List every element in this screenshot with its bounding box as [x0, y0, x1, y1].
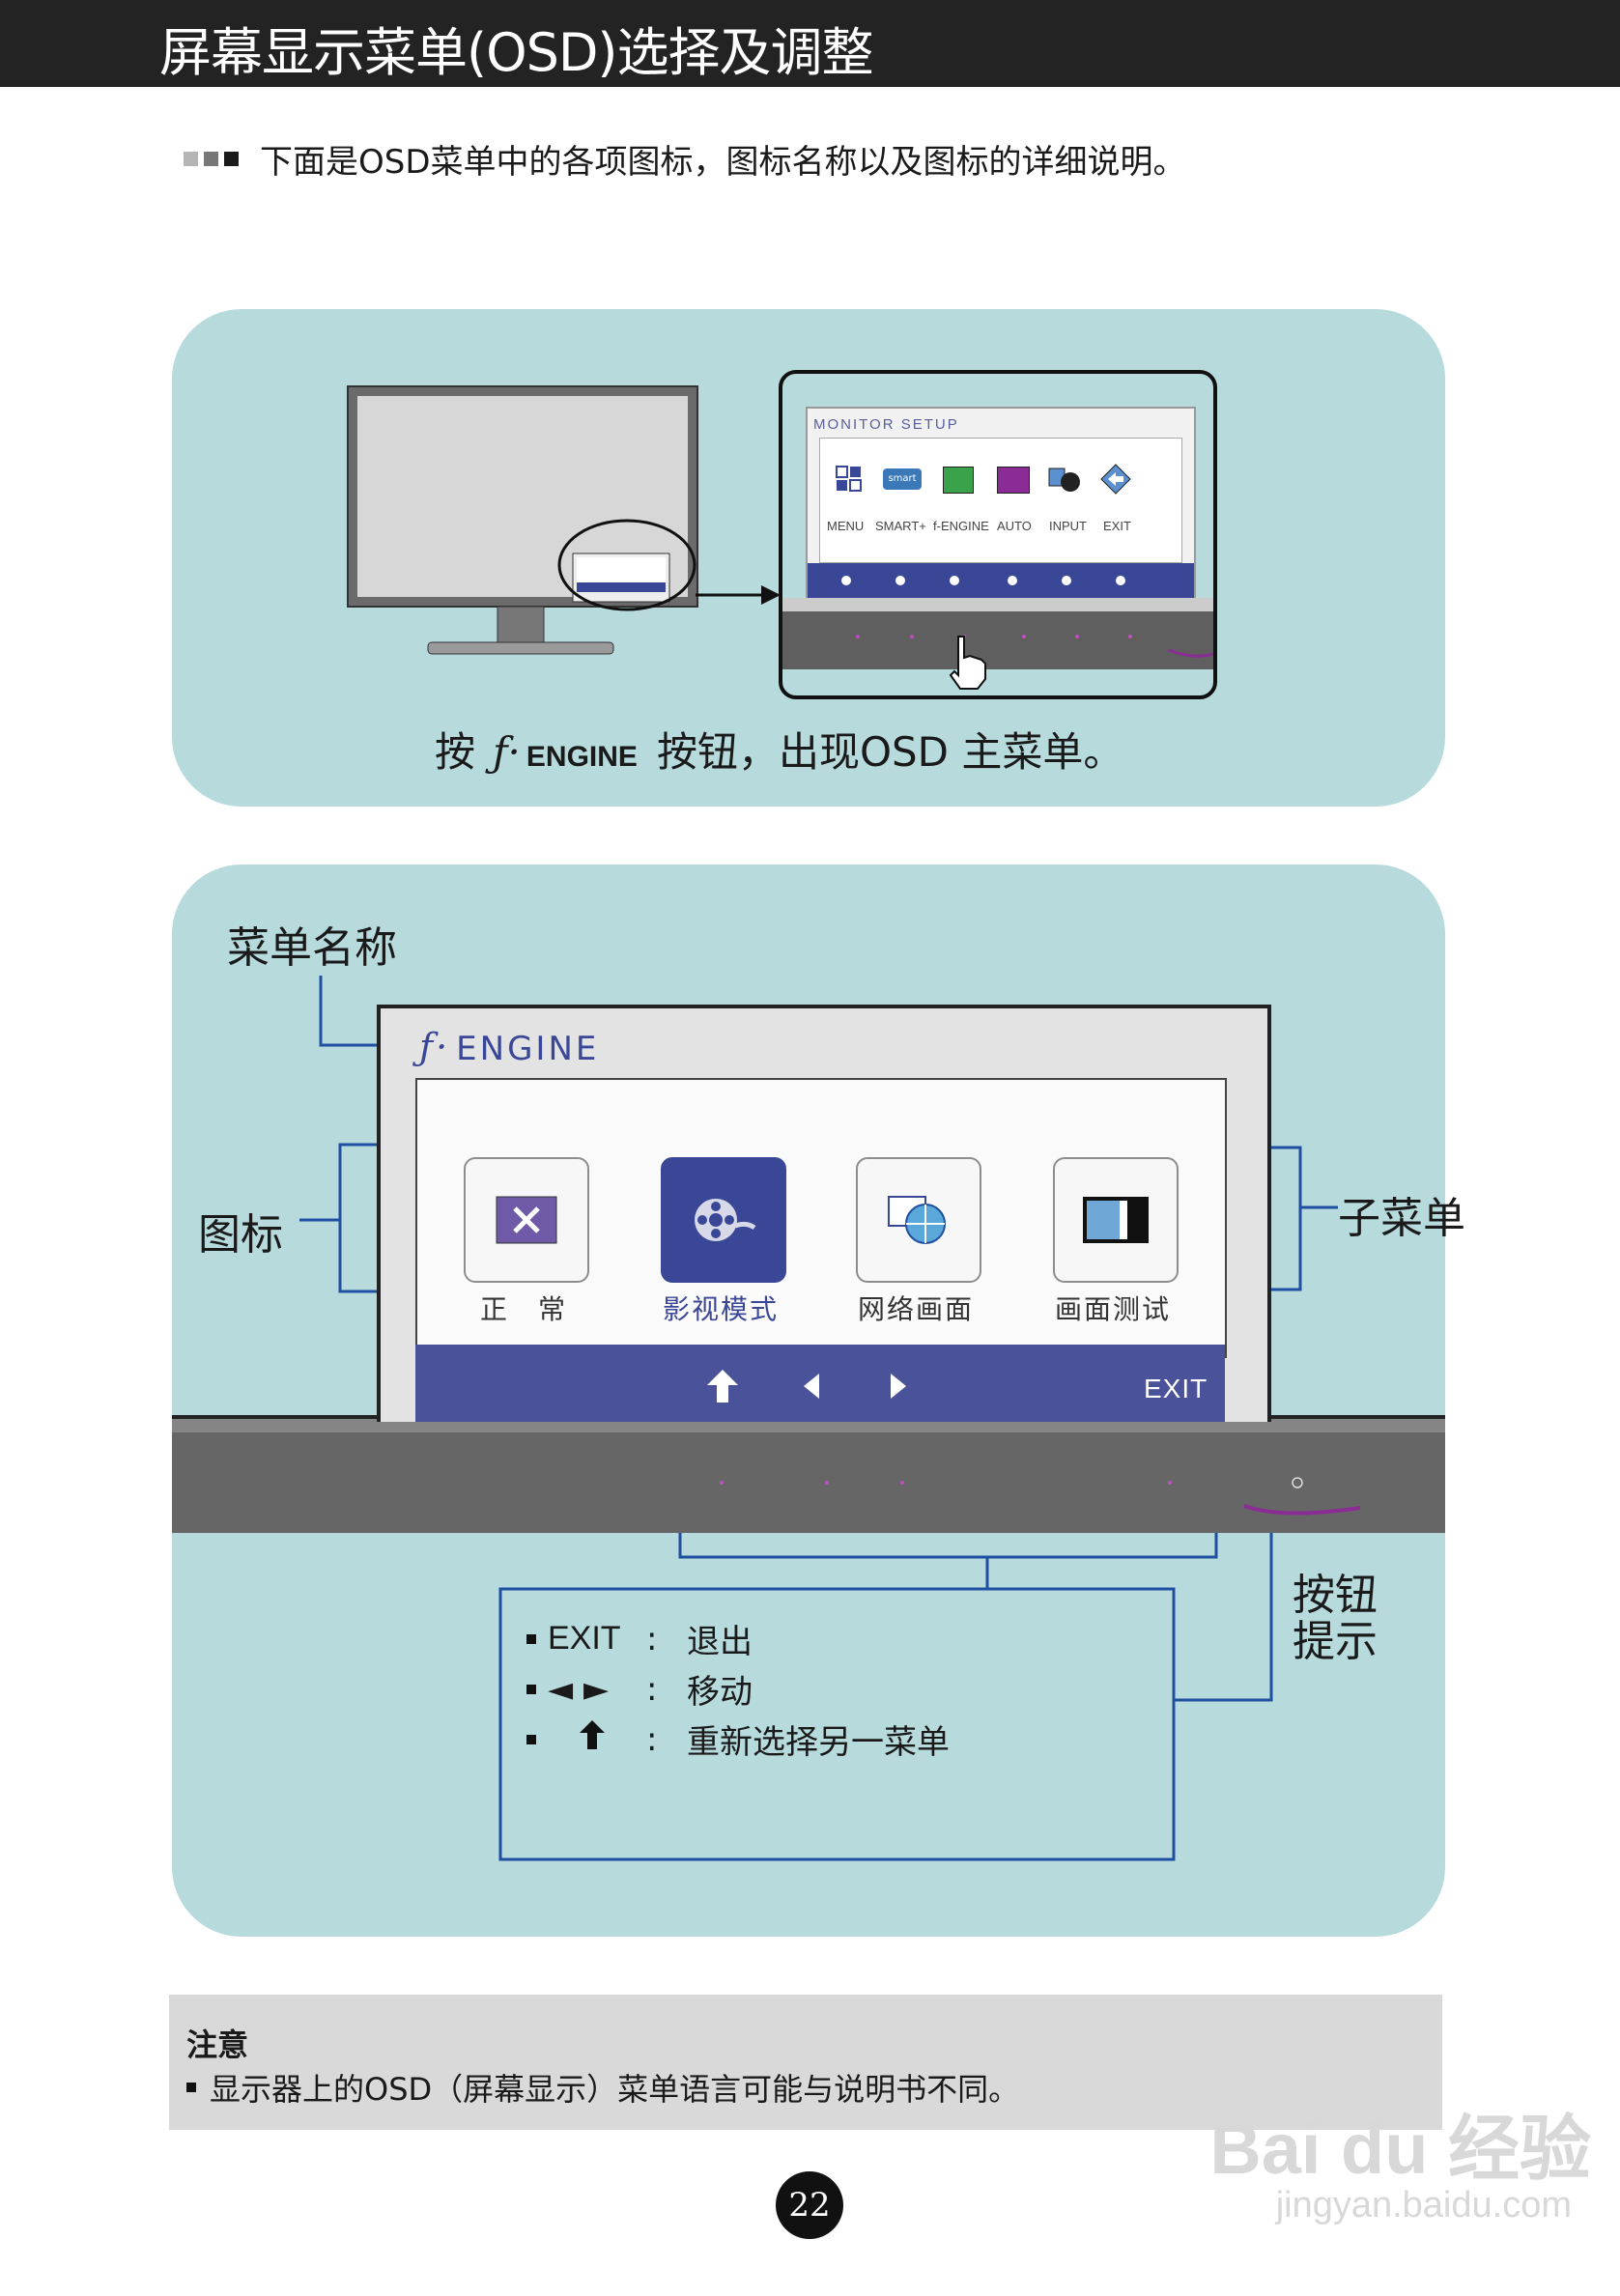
hint-colon: :: [646, 1720, 681, 1759]
hint-key: ◄ ►: [548, 1670, 637, 1709]
osd-window: ƒ· ENGINE 正 常 影视模式 网络画面 画面测试 EXIT: [377, 1005, 1271, 1422]
hint-key: EXIT: [548, 1620, 637, 1658]
note-text: 显示器上的OSD（屏幕显示）菜单语言可能与说明书不同。: [210, 2065, 1019, 2110]
bullet-icon: [526, 1634, 536, 1644]
submenu-movie[interactable]: [661, 1157, 786, 1283]
submenu-internet[interactable]: [856, 1157, 981, 1283]
osd-title: ƒ· ENGINE: [419, 1026, 599, 1068]
submenu-label-internet: 网络画面: [819, 1289, 1012, 1327]
watermark-url: jingyan.baidu.com: [1276, 2185, 1572, 2226]
osd-nav-bar: EXIT: [415, 1345, 1225, 1422]
bullet-icon: [186, 2083, 196, 2092]
submenu-label-normal: 正 常: [427, 1289, 620, 1327]
bullet-icon: [526, 1735, 536, 1744]
nav-exit-button[interactable]: EXIT: [1144, 1374, 1208, 1404]
page-number: 22: [776, 2171, 843, 2239]
normal-icon: [496, 1196, 557, 1244]
hint-row-move: ◄ ► : 移动: [526, 1665, 753, 1713]
submenu-label-test: 画面测试: [1016, 1289, 1209, 1327]
note-title: 注意: [186, 2021, 248, 2065]
note-line: 显示器上的OSD（屏幕显示）菜单语言可能与说明书不同。: [186, 2065, 1019, 2110]
hint-row-exit: EXIT : 退出: [526, 1615, 753, 1662]
f-engine-logo-icon: ƒ·: [419, 1026, 450, 1068]
hint-colon: :: [646, 1620, 681, 1658]
osd-title-text: ENGINE: [456, 1030, 599, 1068]
submenu-normal[interactable]: [464, 1157, 589, 1283]
hint-row-return: : 重新选择另一菜单: [526, 1715, 950, 1763]
hint-desc: 重新选择另一菜单: [687, 1715, 950, 1763]
hint-colon: :: [646, 1670, 681, 1709]
film-reel-icon: [689, 1193, 758, 1247]
globe-screen-icon: [885, 1193, 952, 1247]
submenu-label-movie: 影视模式: [624, 1289, 817, 1327]
return-icon[interactable]: [705, 1368, 740, 1406]
test-pattern-icon: [1081, 1195, 1151, 1245]
return-icon: [578, 1718, 607, 1751]
submenu-test[interactable]: [1053, 1157, 1179, 1283]
monitor-bezel: [172, 1415, 1445, 1533]
hint-desc: 退出: [687, 1615, 753, 1662]
left-arrow-icon[interactable]: [802, 1372, 821, 1401]
osd-submenu-area: 正 常 影视模式 网络画面 画面测试: [415, 1078, 1227, 1358]
hint-desc: 移动: [687, 1665, 753, 1713]
bullet-icon: [526, 1685, 536, 1694]
watermark-logo: Bai du 经验: [1209, 2091, 1591, 2195]
right-arrow-icon[interactable]: [889, 1372, 908, 1401]
hint-key: [548, 1718, 637, 1760]
